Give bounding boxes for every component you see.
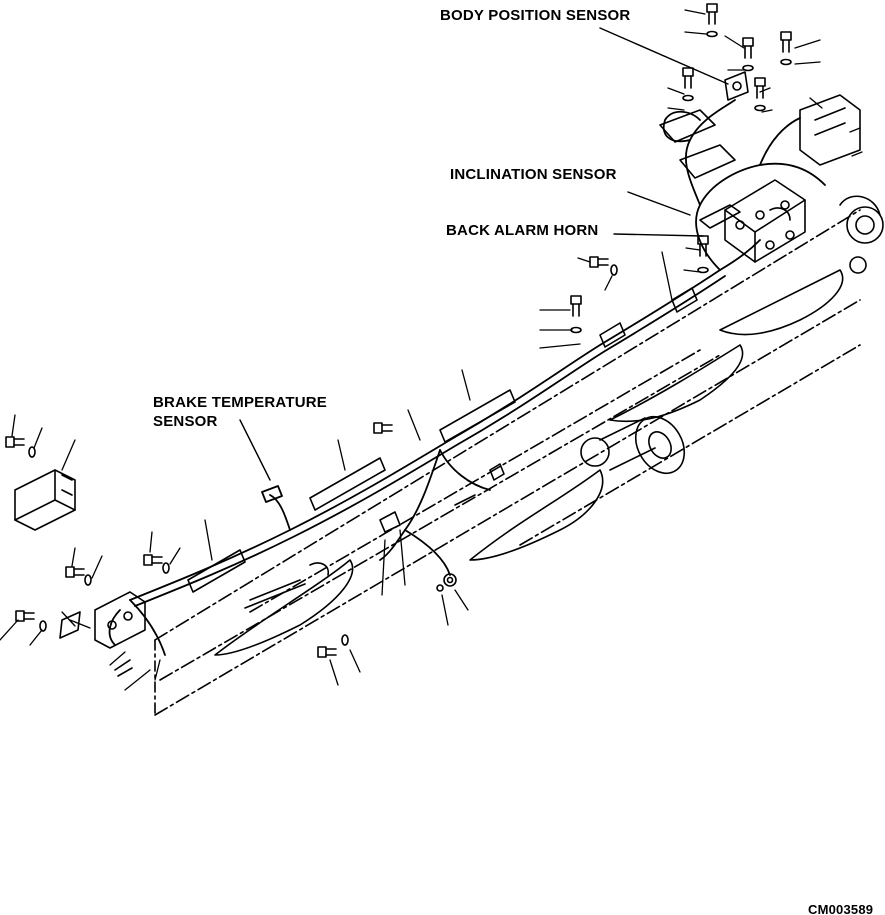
label-back-alarm-horn: BACK ALARM HORN — [446, 222, 599, 239]
wiring-harness — [108, 99, 826, 656]
part-leaders — [0, 9, 863, 691]
label-brake-temperature-line2: SENSOR — [153, 413, 218, 430]
sensor-cluster — [659, 71, 861, 263]
label-brake-temperature-line1: BRAKE TEMPERATURE — [153, 394, 327, 411]
label-body-position-sensor: BODY POSITION SENSOR — [440, 7, 631, 24]
bolts — [5, 3, 792, 658]
harness-fittings — [59, 494, 476, 677]
harness-clamps — [187, 287, 698, 593]
main-frame — [154, 195, 884, 716]
drawing-code: CM003589 — [808, 902, 874, 915]
label-inclination-sensor: INCLINATION SENSOR — [450, 166, 617, 183]
rear-bracket — [14, 469, 146, 649]
leader-lines — [239, 27, 729, 481]
